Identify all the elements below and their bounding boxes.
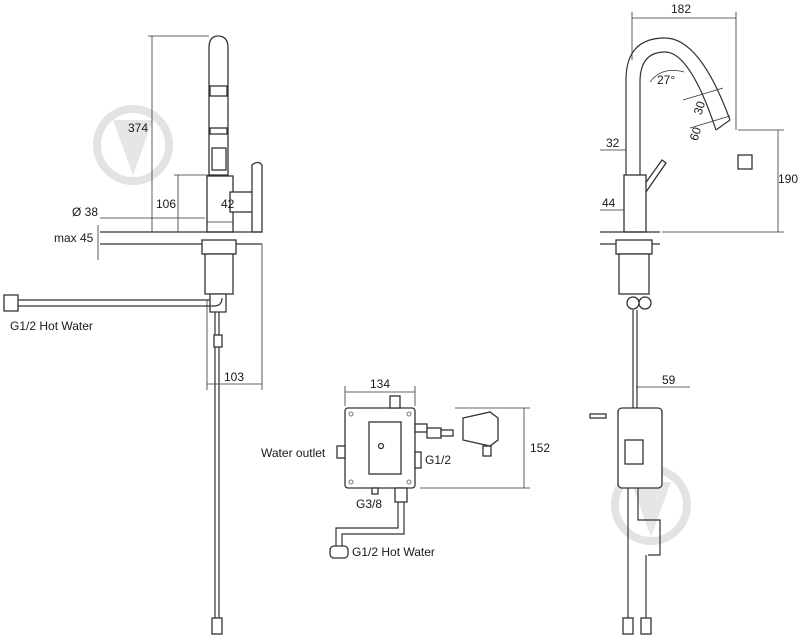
callout-water-outlet: Water outlet: [261, 446, 326, 460]
dim-lever-32: 32: [606, 136, 620, 150]
dim-outlet-30: 30: [691, 99, 709, 116]
side-view: 182 27° 30 60 190 32 44 59: [589, 2, 798, 635]
dim-height-spout-top: 106: [156, 197, 176, 211]
dim-spout-reach: 182: [671, 2, 691, 16]
dim-outlet-60: 60: [687, 125, 705, 142]
callout-inlet-g38: G3/8: [356, 497, 382, 511]
front-view: 374 106 Ø 38 max 45 42 103 G1/2 Hot Wate…: [3, 35, 263, 635]
dim-box-depth: 59: [662, 373, 676, 387]
dim-base-44: 44: [602, 196, 616, 210]
dim-projection: 103: [224, 370, 244, 384]
watermark-left: [93, 105, 173, 185]
dim-outlet-height: 190: [778, 172, 798, 186]
dim-counter-thickness: max 45: [54, 231, 94, 245]
callout-inlet-g12: G1/2: [425, 453, 451, 467]
callout-front-hot-water: G1/2 Hot Water: [10, 319, 93, 333]
dim-height-total: 374: [128, 121, 148, 135]
dim-spout-diameter: Ø 38: [72, 205, 98, 219]
dim-body-width: 42: [221, 197, 235, 211]
dim-box-height: 152: [530, 441, 550, 455]
dim-box-width: 134: [370, 377, 390, 391]
dim-angle: 27°: [657, 73, 675, 87]
control-box-view: 134 152 Water outlet G1/2 G3/8 G1/2 Hot …: [261, 377, 550, 559]
callout-box-hot-water: G1/2 Hot Water: [352, 545, 435, 559]
